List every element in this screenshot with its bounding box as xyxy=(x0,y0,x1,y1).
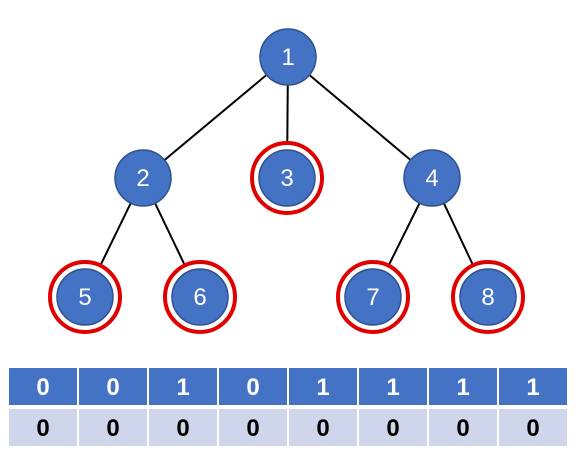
tree-node-7: 7 xyxy=(336,260,410,334)
cell-background xyxy=(427,366,499,407)
tree-node-2: 2 xyxy=(114,149,172,207)
tree-node-4: 4 xyxy=(403,149,461,207)
node-circle xyxy=(258,149,316,207)
array-bottom-row: 0 0 0 0 0 0 0 0 xyxy=(7,407,569,448)
node-label: 3 xyxy=(280,165,293,192)
node-label: 4 xyxy=(425,165,438,192)
tree-node-5: 5 xyxy=(48,260,122,334)
cell-value: 1 xyxy=(176,374,189,401)
node-label: 7 xyxy=(366,284,379,311)
top_row-cell: 1 xyxy=(357,366,429,407)
bottom_row-cell: 0 xyxy=(497,407,569,448)
node-circle xyxy=(259,28,317,86)
bottom_row-cell: 0 xyxy=(147,407,219,448)
array-top-row: 0 0 1 0 1 1 1 1 xyxy=(7,366,569,407)
bottom_row-cell: 0 xyxy=(7,407,79,448)
cell-value: 0 xyxy=(456,415,469,442)
node-circle xyxy=(344,268,402,326)
edge-1-4 xyxy=(287,56,433,179)
cell-value: 1 xyxy=(456,374,469,401)
bottom_row-cell: 0 xyxy=(217,407,289,448)
cell-value: 1 xyxy=(386,374,399,401)
cell-value: 0 xyxy=(316,415,329,442)
tree-node-6: 6 xyxy=(163,260,237,334)
tree-node-1: 1 xyxy=(259,28,317,86)
node-label: 6 xyxy=(193,284,206,311)
cell-value: 0 xyxy=(386,415,399,442)
bottom_row-cell: 0 xyxy=(427,407,499,448)
cell-value: 0 xyxy=(106,415,119,442)
node-circle xyxy=(403,149,461,207)
cell-background xyxy=(427,407,499,448)
top_row-cell: 1 xyxy=(287,366,359,407)
cell-value: 1 xyxy=(526,374,539,401)
bottom_row-cell: 0 xyxy=(357,407,429,448)
tree-nodes: 1 2 3 4 5 6 7 8 xyxy=(48,28,525,334)
cell-value: 0 xyxy=(36,374,49,401)
cell-background xyxy=(357,407,429,448)
cell-background xyxy=(217,407,289,448)
node-label: 1 xyxy=(281,44,294,71)
cell-value: 0 xyxy=(246,415,259,442)
cell-value: 1 xyxy=(316,374,329,401)
bottom_row-cell: 0 xyxy=(287,407,359,448)
cell-value: 0 xyxy=(246,374,259,401)
cell-value: 0 xyxy=(36,415,49,442)
node-label: 2 xyxy=(136,165,149,192)
tree-node-8: 8 xyxy=(451,260,525,334)
cell-background xyxy=(147,407,219,448)
cell-background xyxy=(77,366,149,407)
top_row-cell: 0 xyxy=(217,366,289,407)
node-label: 5 xyxy=(78,284,91,311)
cell-background xyxy=(217,366,289,407)
bottom_row-cell: 0 xyxy=(77,407,149,448)
top_row-cell: 0 xyxy=(77,366,149,407)
cell-value: 0 xyxy=(526,415,539,442)
node-circle xyxy=(459,268,517,326)
node-circle xyxy=(56,268,114,326)
cell-background xyxy=(77,407,149,448)
cell-value: 0 xyxy=(176,415,189,442)
cell-background xyxy=(287,366,359,407)
node-circle xyxy=(114,149,172,207)
node-circle xyxy=(171,268,229,326)
cell-background xyxy=(497,407,569,448)
edge-1-2 xyxy=(142,56,289,179)
cell-background xyxy=(287,407,359,448)
tree-node-3: 3 xyxy=(250,141,324,215)
cell-background xyxy=(497,366,569,407)
top_row-cell: 1 xyxy=(427,366,499,407)
cell-value: 0 xyxy=(106,374,119,401)
top_row-cell: 0 xyxy=(7,366,79,407)
top_row-cell: 1 xyxy=(147,366,219,407)
top_row-cell: 1 xyxy=(497,366,569,407)
node-label: 8 xyxy=(481,284,494,311)
